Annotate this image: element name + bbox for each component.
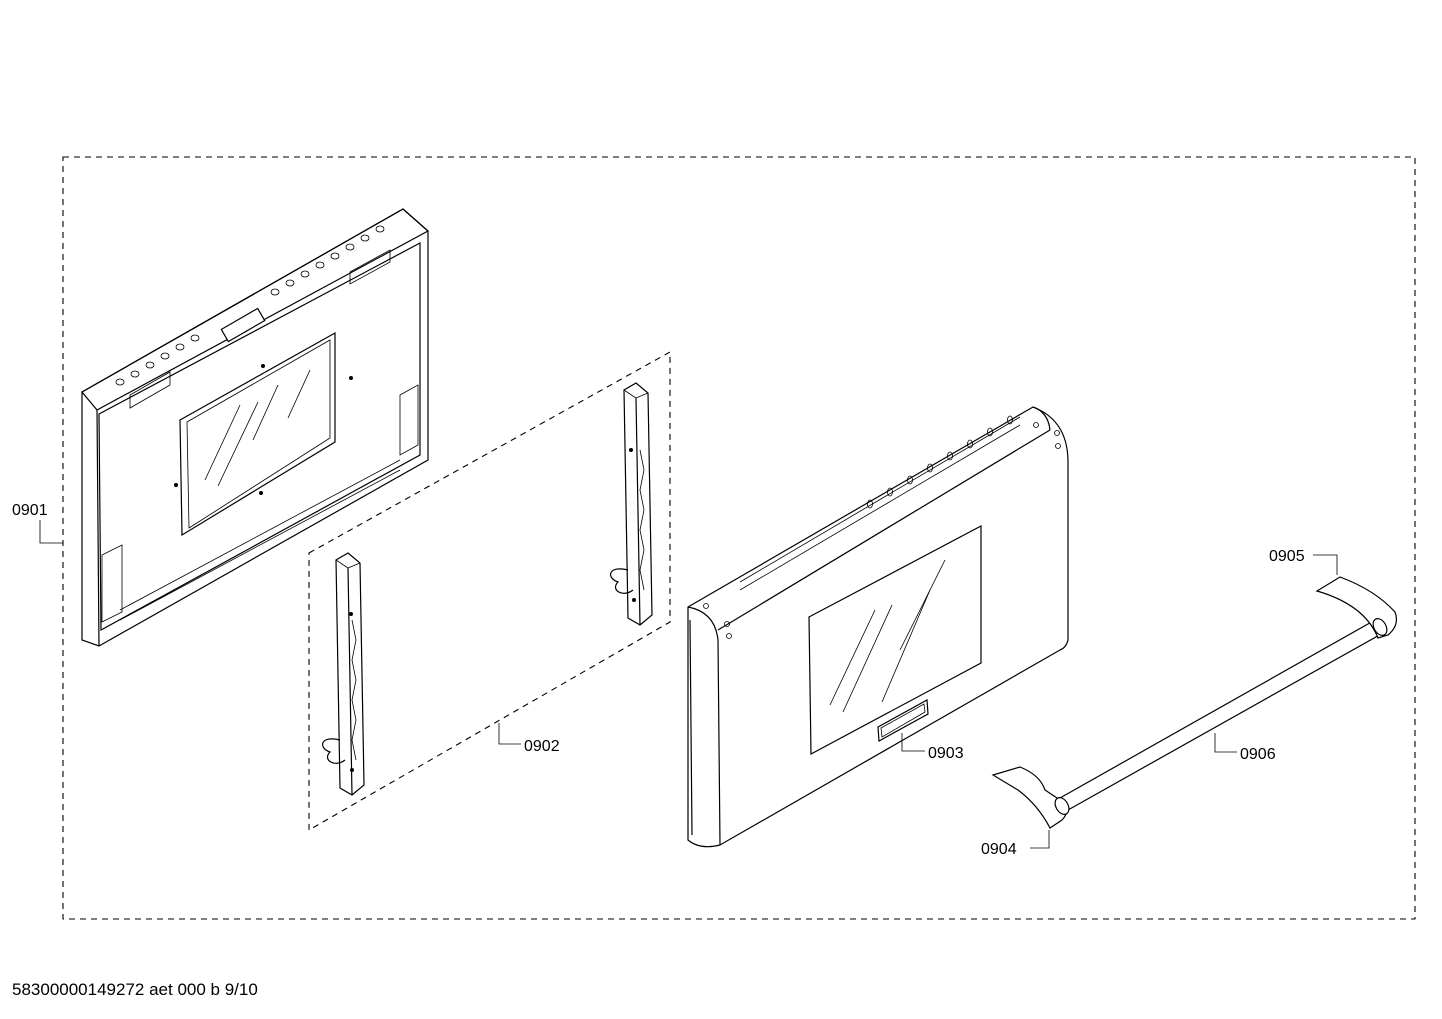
assembly-boundary xyxy=(62,156,1416,920)
vent-slots-upper xyxy=(115,225,385,386)
callout-0901: 0901 xyxy=(12,502,48,519)
handle-rod xyxy=(1059,619,1384,811)
inner-door-frame xyxy=(81,208,430,647)
callout-0902: 0902 xyxy=(524,738,560,755)
callout-leaders xyxy=(39,520,1338,849)
vent-slots-lower xyxy=(119,459,401,621)
callout-0905: 0905 xyxy=(1269,548,1305,565)
hinge-right xyxy=(610,382,653,626)
hinge-left xyxy=(322,552,365,796)
callout-0904: 0904 xyxy=(981,841,1017,858)
handle-end-cap-lower xyxy=(991,766,1070,829)
vent-slots-outer xyxy=(739,415,1021,591)
handle-end-cap-upper xyxy=(1315,576,1398,639)
callout-0903: 0903 xyxy=(928,745,964,762)
outer-door-panel xyxy=(687,406,1069,848)
callout-0906: 0906 xyxy=(1240,746,1276,763)
document-id: 58300000149272 aet 000 b 9/10 xyxy=(12,980,258,999)
hinge-group-boundary xyxy=(308,351,671,831)
brand-badge xyxy=(877,699,929,742)
